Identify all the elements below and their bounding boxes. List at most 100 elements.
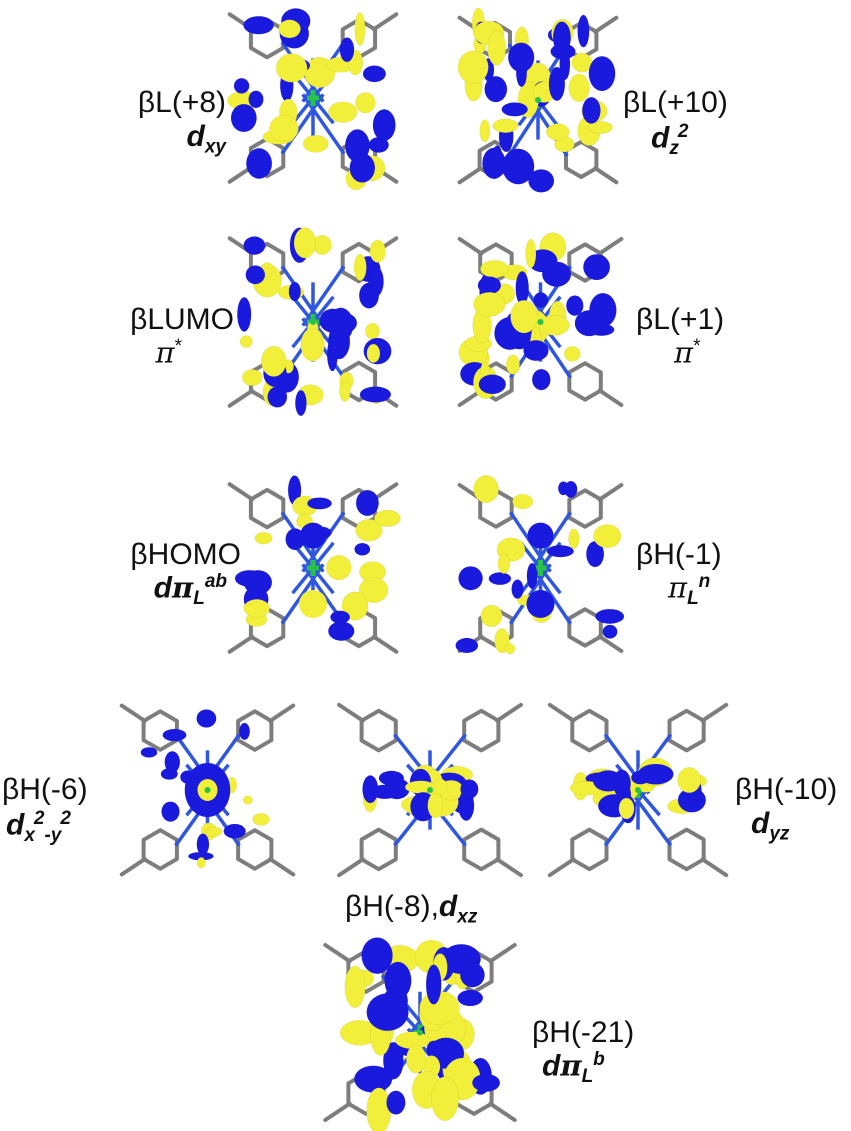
orbital-lobe: [405, 1044, 427, 1074]
orbital-lobe: [238, 722, 251, 741]
orbital-character: π*: [674, 335, 701, 370]
orbital-lobe: [295, 389, 307, 417]
orbital-lobes: [339, 937, 501, 1131]
orbital-lobe: [527, 522, 554, 549]
orbital-lobe: [260, 345, 287, 377]
orbital-lobe: [164, 750, 181, 774]
orbital-lobe: [564, 480, 578, 498]
orbital-lobe: [234, 570, 265, 588]
orbital-character: dxz: [438, 890, 478, 928]
orbital-lobe: [275, 53, 308, 83]
orbital-lobe: [339, 379, 351, 402]
orbital-lobe: [293, 227, 317, 259]
orbital-name: βL(+1): [636, 303, 725, 336]
orbital-lobe: [427, 792, 444, 819]
orbital-lobe: [618, 797, 635, 820]
orbital-lobe: [300, 327, 325, 362]
orbital-lobes: [140, 709, 270, 869]
orbital-lobes: [569, 757, 708, 824]
orbital-lobe: [515, 270, 529, 306]
label-bL1: βL(+1) π*: [636, 305, 724, 367]
orbital-lobe: [373, 509, 401, 527]
orbital-lobes: [237, 227, 392, 417]
molecule-svg: [455, 475, 625, 655]
orbital-character: dxy: [186, 120, 226, 158]
molecule-svg: [227, 475, 401, 654]
orbital-lobe: [386, 1090, 406, 1115]
orbital-lobe: [492, 118, 519, 134]
orbital-lobe: [223, 823, 246, 839]
orbital-lobe: [592, 770, 624, 792]
orbital-lobe: [372, 109, 396, 142]
orbital-image-bH1: [455, 475, 625, 658]
orbital-lobe: [196, 709, 217, 728]
orbital-lobe: [205, 826, 223, 837]
orbital-lobe: [196, 833, 210, 856]
orbital-name: βH(-21): [532, 1016, 635, 1049]
orbital-lobe: [369, 239, 386, 263]
orbital-lobe: [355, 489, 379, 517]
orbital-lobe: [501, 148, 535, 185]
orbital-lobe: [637, 763, 674, 785]
orbital-lobe: [511, 579, 524, 599]
orbital-lobe: [546, 544, 575, 558]
orbital-image-bH6: [119, 700, 296, 880]
molecule-svg: [227, 8, 399, 191]
orbital-lobe: [383, 1041, 404, 1080]
metal-atom: [635, 787, 641, 793]
orbital-lobe: [245, 148, 273, 180]
orbital-image-bH10: [547, 700, 729, 880]
orbital-image-bL10: [457, 7, 619, 193]
orbital-lobe: [355, 518, 383, 542]
orbital-lobe: [358, 577, 389, 604]
orbital-lobe: [288, 281, 302, 302]
orbital-lobe: [239, 335, 253, 348]
orbital-lobe: [243, 236, 266, 256]
orbital-lobe: [472, 1073, 501, 1093]
orbital-name: βHOMO: [130, 538, 241, 571]
orbital-lobe: [362, 65, 387, 83]
orbital-lobe: [358, 282, 380, 309]
orbital-lobe: [362, 775, 379, 804]
orbital-lobe: [677, 767, 702, 794]
orbital-lobe: [505, 354, 520, 375]
orbital-lobes: [458, 232, 617, 400]
orbital-lobe: [278, 19, 301, 39]
orbital-lobe: [548, 66, 566, 102]
orbital-lobe: [581, 96, 601, 124]
orbital-lobe: [593, 524, 622, 549]
orbital-lobe: [248, 90, 264, 109]
orbital-lobe: [245, 265, 266, 285]
orbital-lobe: [552, 21, 571, 54]
orbital-lobe: [366, 993, 409, 1032]
orbital-lobe: [566, 295, 584, 317]
orbital-lobe: [458, 566, 484, 591]
orbital-lobe: [512, 494, 534, 510]
orbital-character: πLn: [668, 570, 711, 610]
orbital-lobe: [300, 522, 326, 549]
orbital-lobe: [433, 778, 448, 795]
orbital-lobe: [307, 497, 333, 510]
orbital-lobe: [140, 747, 158, 758]
orbital-image-bL1: [457, 232, 624, 412]
orbital-lobe: [233, 78, 250, 94]
orbital-lobe: [242, 795, 253, 805]
orbital-lobe: [457, 50, 489, 84]
orbital-lobe: [196, 857, 206, 869]
orbital-lobe: [252, 812, 270, 826]
orbital-lobe: [480, 260, 509, 278]
orbital-name: βL(+8): [137, 86, 226, 119]
orbital-name: βL(+10): [623, 86, 728, 119]
orbital-lobes: [234, 475, 401, 642]
orbital-lobe: [504, 643, 516, 655]
orbital-lobe: [588, 55, 616, 92]
metal-atom: [310, 319, 316, 325]
orbital-lobe: [478, 374, 507, 395]
orbital-lobe: [526, 590, 555, 618]
orbital-character: dπLab: [153, 570, 227, 610]
orbital-lobe: [361, 937, 393, 975]
orbital-lobe: [515, 58, 528, 88]
orbital-lobe: [538, 315, 570, 336]
orbital-lobes: [455, 475, 625, 655]
orbital-image-bH8: [335, 700, 525, 880]
